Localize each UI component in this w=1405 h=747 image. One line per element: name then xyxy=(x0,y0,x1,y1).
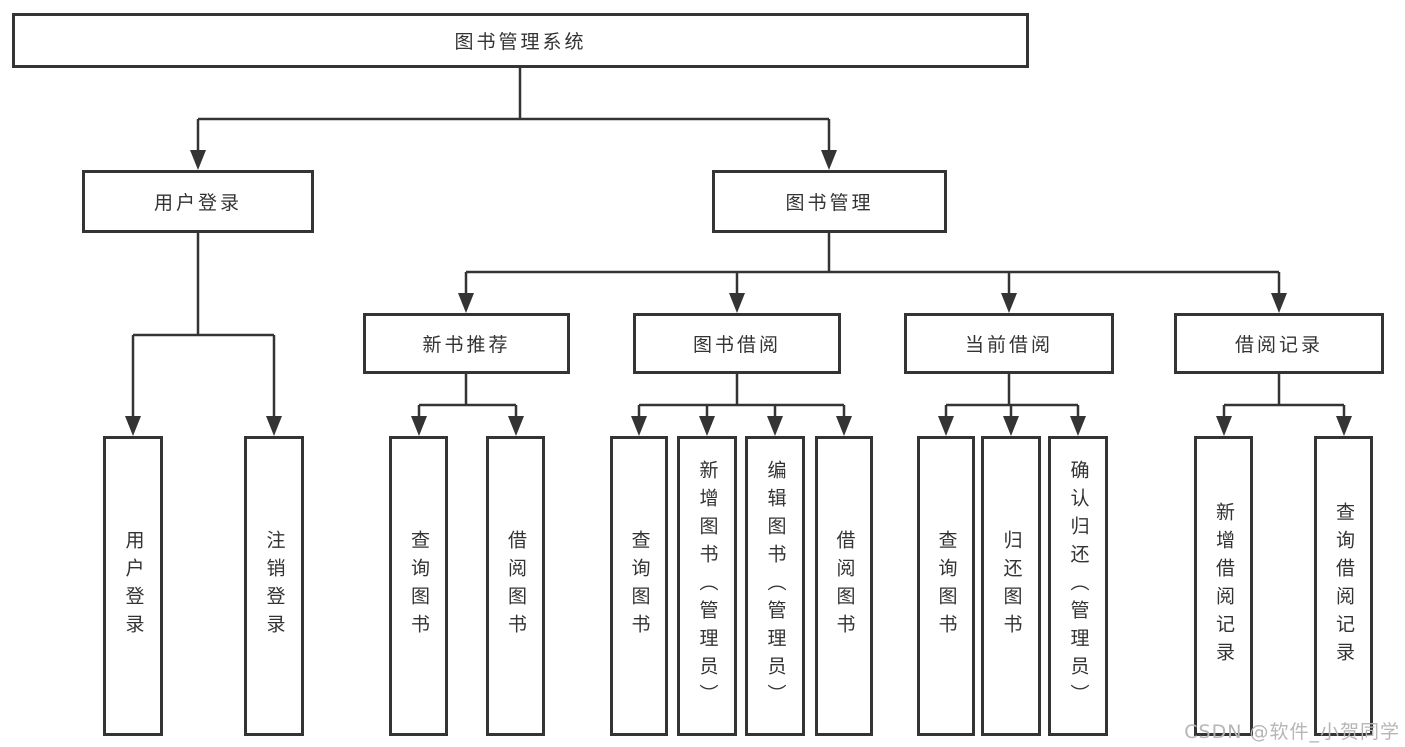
csdn-watermark: CSDN @软件_小贺同学 xyxy=(1184,721,1400,743)
leaf-records-add-record-label: 新增借阅记录 xyxy=(1213,502,1235,670)
leaf-current-query-books: 查询图书 xyxy=(917,436,975,736)
node-user-login: 用户登录 xyxy=(82,170,314,233)
leaf-borrow-edit-book-admin: 编辑图书（管理员） xyxy=(745,436,805,736)
leaf-borrow-edit-book-admin-label: 编辑图书（管理员） xyxy=(764,460,787,712)
node-book-borrow: 图书借阅 xyxy=(633,313,841,374)
node-new-book-recommend: 新书推荐 xyxy=(363,313,570,374)
leaf-current-return-books-label: 归还图书 xyxy=(1000,530,1023,642)
leaf-recommend-query-books: 查询图书 xyxy=(389,436,448,736)
node-book-management-label: 图书管理 xyxy=(785,192,874,214)
node-book-borrow-label: 图书借阅 xyxy=(692,334,781,356)
leaf-current-confirm-return-admin-label: 确认归还（管理员） xyxy=(1067,460,1090,712)
leaf-borrow-borrow-books: 借阅图书 xyxy=(815,436,873,736)
node-user-login-label: 用户登录 xyxy=(153,192,242,214)
leaf-records-add-record: 新增借阅记录 xyxy=(1194,436,1253,736)
node-root-system: 图书管理系统 xyxy=(12,13,1029,68)
leaf-records-query-record-label: 查询借阅记录 xyxy=(1333,502,1355,670)
leaf-borrow-borrow-books-label: 借阅图书 xyxy=(833,530,856,642)
leaf-borrow-query-books: 查询图书 xyxy=(610,436,668,736)
leaf-login-logout: 注销登录 xyxy=(244,436,304,736)
leaf-current-return-books: 归还图书 xyxy=(981,436,1041,736)
leaf-login-user-login: 用户登录 xyxy=(103,436,163,736)
node-new-book-recommend-label: 新书推荐 xyxy=(422,334,511,356)
leaf-current-query-books-label: 查询图书 xyxy=(935,530,958,642)
leaf-login-user-login-label: 用户登录 xyxy=(122,530,145,642)
leaf-records-query-record: 查询借阅记录 xyxy=(1314,436,1373,736)
arrowheads xyxy=(125,150,1352,436)
leaf-recommend-borrow-books: 借阅图书 xyxy=(486,436,545,736)
leaf-current-confirm-return-admin: 确认归还（管理员） xyxy=(1048,436,1108,736)
node-borrow-records-label: 借阅记录 xyxy=(1234,334,1323,356)
leaf-borrow-add-book-admin: 新增图书（管理员） xyxy=(677,436,737,736)
node-root-system-label: 图书管理系统 xyxy=(454,31,587,53)
node-current-borrow-label: 当前借阅 xyxy=(964,334,1053,356)
leaf-recommend-borrow-books-label: 借阅图书 xyxy=(505,530,527,642)
node-book-management: 图书管理 xyxy=(712,170,947,233)
node-current-borrow: 当前借阅 xyxy=(904,313,1114,374)
leaf-borrow-query-books-label: 查询图书 xyxy=(628,530,651,642)
node-borrow-records: 借阅记录 xyxy=(1174,313,1384,374)
leaf-login-logout-label: 注销登录 xyxy=(263,530,286,642)
leaf-borrow-add-book-admin-label: 新增图书（管理员） xyxy=(696,460,719,712)
leaf-recommend-query-books-label: 查询图书 xyxy=(408,530,430,642)
